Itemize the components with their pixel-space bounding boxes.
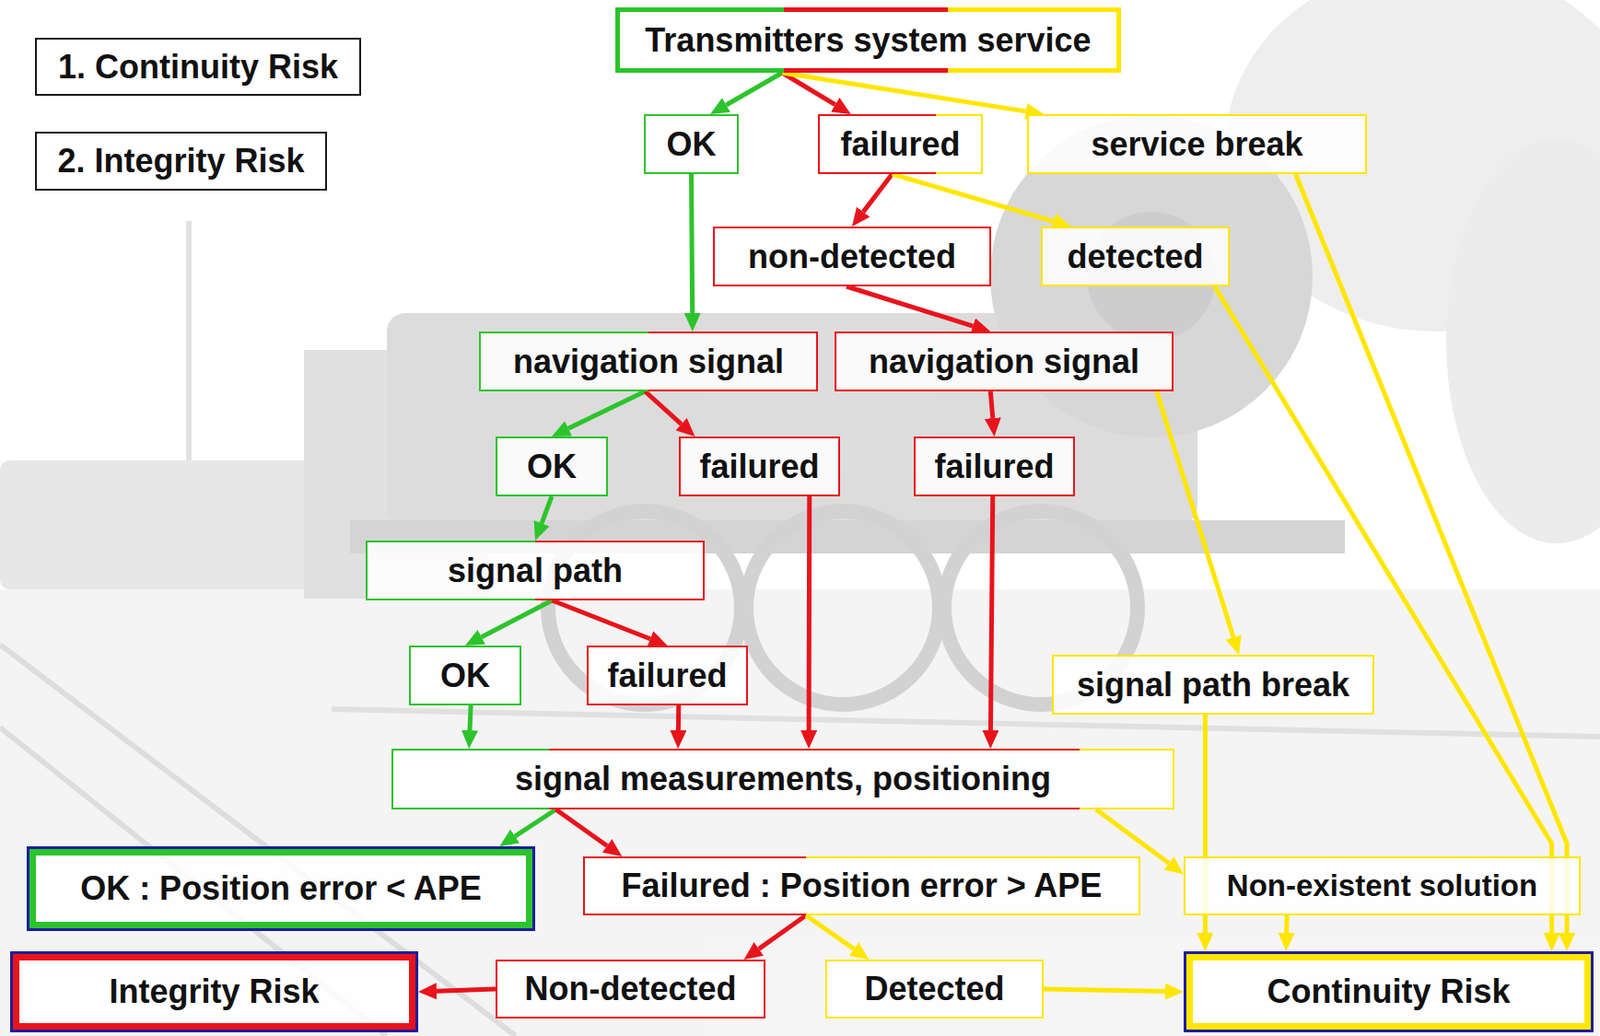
outcome-box: Integrity Risk (10, 951, 419, 1033)
box-text: signal measurements, positioning (514, 759, 1052, 798)
ground (0, 589, 1600, 1036)
flow-arrow (436, 989, 496, 992)
flow-arrow (691, 174, 693, 314)
box-text: 1. Continuity Risk (58, 47, 339, 86)
flow-arrow (1096, 809, 1169, 864)
box-text: Non-detected (524, 969, 736, 1008)
state-box: Transmitters system service (615, 7, 1122, 73)
flow-arrow (846, 286, 973, 327)
box-text: failured (699, 447, 819, 486)
state-box: OK (408, 645, 522, 706)
box-text: service break (1090, 125, 1303, 164)
flow-arrow (469, 705, 471, 731)
boiler (386, 313, 1198, 526)
box-text: failured (840, 125, 960, 164)
flow-arrow (541, 496, 552, 524)
box-text: failured (934, 447, 1054, 486)
box-text: Non-existent solution (1226, 868, 1538, 904)
carriage (0, 460, 332, 590)
flow-arrow (551, 600, 650, 640)
wheel (746, 511, 940, 705)
state-box: detected (1040, 226, 1230, 287)
legend-box: 2. Integrity Risk (35, 131, 328, 191)
flow-arrow (990, 496, 993, 731)
box-text: signal path break (1076, 665, 1350, 704)
flow-arrow (556, 809, 608, 846)
box-text: navigation signal (513, 342, 784, 381)
state-box: navigation signal (478, 331, 818, 392)
box-text: OK : Position error < APE (80, 869, 482, 908)
rail (331, 709, 1600, 737)
flow-arrow (990, 391, 993, 419)
box-text: Integrity Risk (108, 972, 319, 1011)
flow-arrow (1043, 989, 1166, 993)
box-text: non-detected (747, 237, 957, 276)
state-box: non-detected (712, 226, 992, 287)
flow-arrow (1214, 286, 1553, 934)
tree (1446, 138, 1600, 544)
flow-arrow (514, 809, 556, 837)
state-box: navigation signal (834, 331, 1174, 392)
flow-arrow (568, 391, 645, 429)
legend-box: 1. Continuity Risk (35, 37, 362, 96)
state-box: Non-detected (495, 959, 766, 1019)
box-text: OK (440, 656, 491, 695)
box-text: failured (607, 656, 727, 695)
state-box: failured (913, 436, 1075, 497)
box-text: 2. Integrity Risk (57, 141, 304, 180)
state-box: signal path (365, 540, 705, 601)
outcome-box: Continuity Risk (1183, 951, 1594, 1033)
flow-arrow (863, 174, 892, 212)
box-text: OK (526, 447, 577, 486)
state-box: service break (1027, 114, 1367, 175)
state-box: OK (495, 436, 608, 497)
flow-arrow (676, 705, 681, 731)
flow-arrow (782, 72, 1027, 112)
flow-arrow (725, 72, 783, 106)
state-box: Non-existent solution (1183, 856, 1581, 916)
flow-arrow (644, 391, 681, 425)
box-text: Continuity Risk (1266, 972, 1510, 1011)
state-box: signal measurements, positioning (391, 748, 1175, 810)
flow-arrow (759, 915, 806, 949)
box-text: OK (666, 125, 717, 164)
flow-arrow (481, 600, 553, 638)
box-text: detected (1066, 237, 1203, 276)
flow-arrow (806, 496, 813, 731)
state-box: failured (678, 436, 841, 497)
box-text: Detected (864, 969, 1005, 1008)
flow-arrow (805, 915, 854, 950)
state-box: Failured : Position error > APE (583, 856, 1141, 916)
state-box: signal path break (1051, 654, 1375, 715)
flow-arrow (1284, 915, 1289, 934)
state-box: failured (586, 645, 748, 706)
box-text: navigation signal (868, 342, 1140, 381)
flow-arrow (1296, 174, 1568, 934)
state-box: OK (643, 114, 739, 175)
state-box: Detected (825, 959, 1044, 1019)
flow-arrow (892, 174, 1054, 222)
state-box: failured (817, 114, 983, 175)
outcome-box: OK : Position error < APE (26, 846, 536, 932)
box-text: Failured : Position error > APE (621, 866, 1103, 905)
flow-arrow (1156, 391, 1234, 638)
box-text: Transmitters system service (644, 21, 1091, 59)
box-text: signal path (447, 551, 623, 590)
